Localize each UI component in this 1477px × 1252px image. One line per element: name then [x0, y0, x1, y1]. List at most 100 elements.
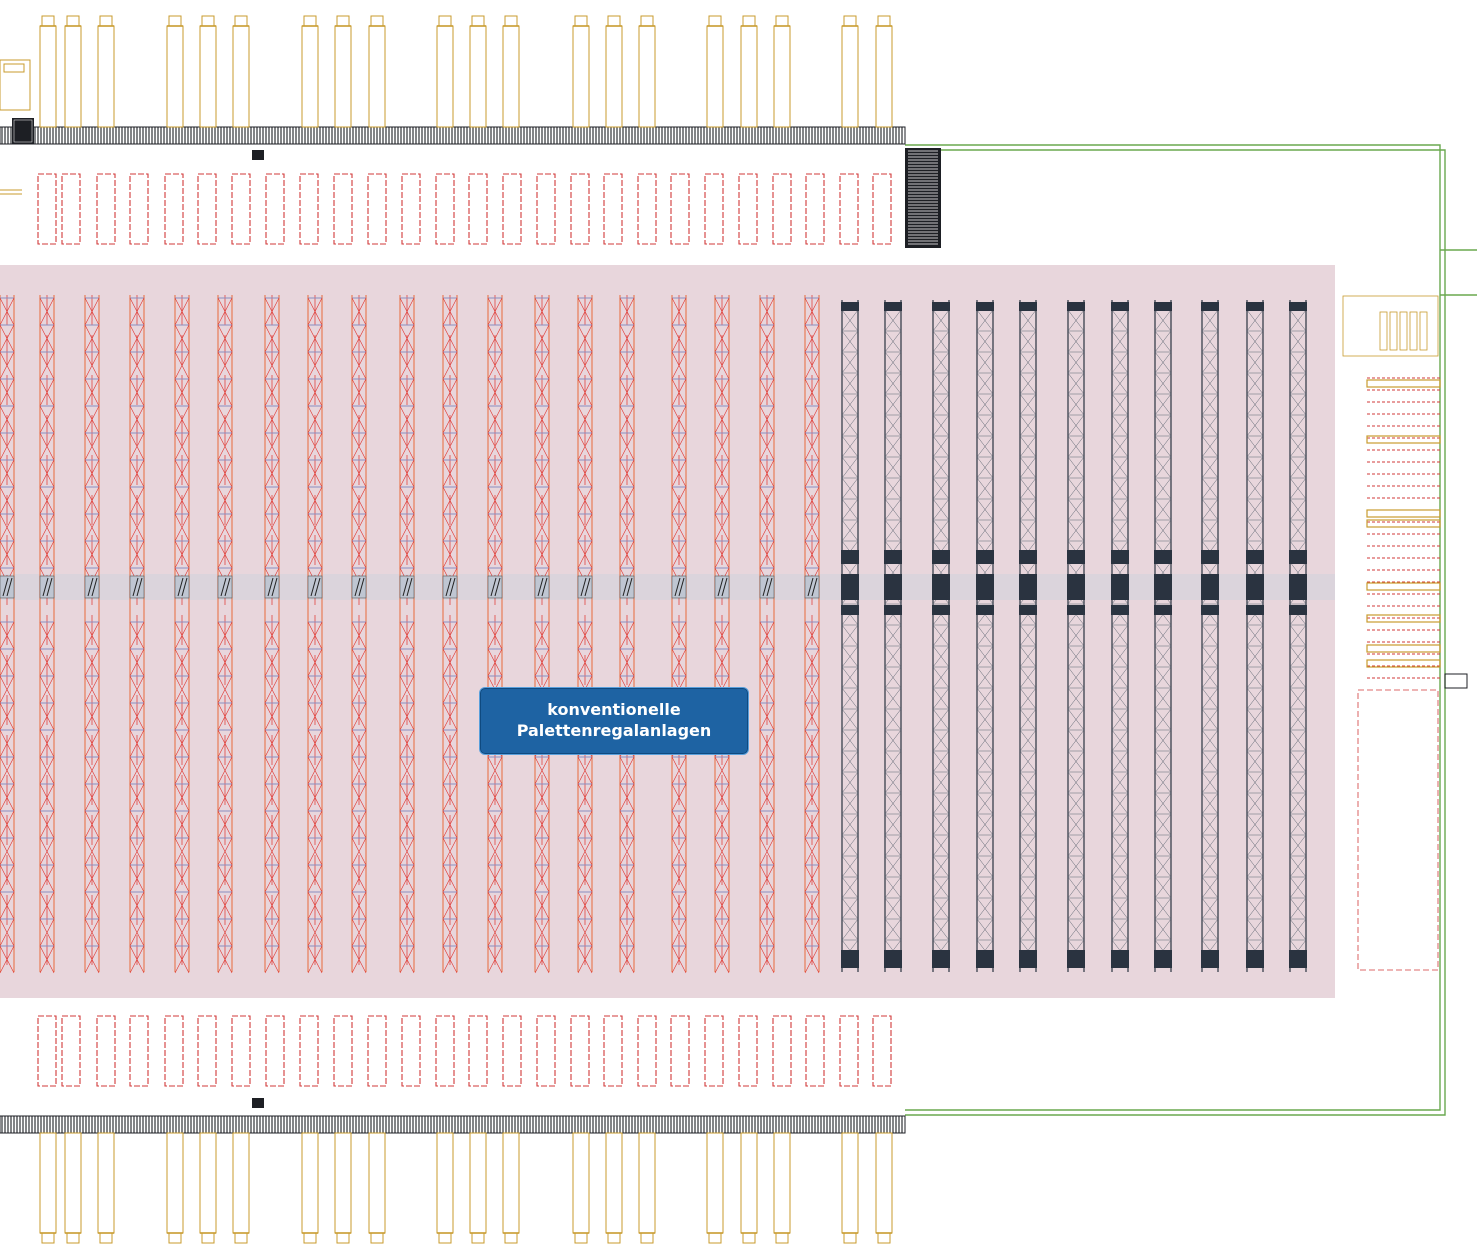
pallet-rack-icon [217, 295, 233, 974]
buffer-slot [333, 1015, 353, 1087]
shelf-unit [1379, 311, 1388, 351]
shelf-row [1366, 659, 1441, 668]
buffer-slot [670, 1015, 690, 1087]
buffer-slot [536, 1015, 556, 1087]
pallet-rack-icon [0, 295, 15, 974]
staging-buffers-top [37, 173, 892, 245]
automated-rack-icon [1246, 300, 1264, 972]
office-block [1342, 295, 1439, 357]
buffer-slot [435, 173, 455, 245]
dock-door-icon [605, 1132, 623, 1244]
buffer-slot [37, 1015, 57, 1087]
dock-door-icon [605, 15, 623, 128]
transfer-box-top [252, 150, 264, 160]
shelf-unit [1389, 311, 1398, 351]
dock-door-icon [638, 1132, 656, 1244]
pallet-rack-icon [174, 295, 190, 974]
dock-door-icon [740, 1132, 758, 1244]
pallet-rack-icon [577, 295, 593, 974]
buffer-slot [37, 173, 57, 245]
dock-door-icon [502, 1132, 520, 1244]
shelf-row [1366, 435, 1441, 444]
dock-door-icon [232, 15, 250, 128]
pallet-rack-icon [84, 295, 100, 974]
buffer-slot [435, 1015, 455, 1087]
buffer-slot [468, 173, 488, 245]
buffer-slot [164, 173, 184, 245]
buffer-slot [299, 1015, 319, 1087]
pallet-rack-icon [39, 295, 55, 974]
buffer-slot [333, 173, 353, 245]
dock-doors-bottom [39, 1132, 893, 1244]
dock-door-icon [64, 15, 82, 128]
dock-door-icon [301, 1132, 319, 1244]
buffer-slot [96, 1015, 116, 1087]
dock-door-icon [166, 15, 184, 128]
buffer-slot [570, 173, 590, 245]
buffer-slot [61, 1015, 81, 1087]
shelf-unit [1419, 311, 1428, 351]
buffer-slot [603, 173, 623, 245]
dock-door-icon [841, 1132, 859, 1244]
dock-door-icon [39, 1132, 57, 1244]
dock-door-icon [841, 15, 859, 128]
dock-door-icon [875, 15, 893, 128]
dock-door-icon [166, 1132, 184, 1244]
callout-line-2: Palettenregalanlagen [516, 721, 712, 740]
buffer-slot [197, 1015, 217, 1087]
conveyor-bottom [0, 1115, 906, 1134]
dock-door-icon [572, 15, 590, 128]
dock-door-icon [39, 15, 57, 128]
shelf-row [1366, 644, 1441, 653]
automated-rack-icon [1201, 300, 1219, 972]
buffer-slot [704, 1015, 724, 1087]
zone-label-callout: konventionelle Palettenregalanlagen [479, 655, 749, 755]
buffer-slot [231, 1015, 251, 1087]
staging-buffers-bottom [37, 1015, 892, 1087]
buffer-slot [839, 1015, 859, 1087]
dock-door-icon [469, 15, 487, 128]
callout-label: konventionelle Palettenregalanlagen [479, 699, 749, 741]
buffer-slot [805, 1015, 825, 1087]
pallet-rack-icon [671, 295, 687, 974]
pallet-rack-icon [442, 295, 458, 974]
automated-rack-icon [1289, 300, 1307, 972]
conveyor-top [0, 126, 906, 145]
automated-rack-icon [1019, 300, 1037, 972]
dock-doors-top [39, 15, 893, 128]
transfer-box-bottom [252, 1098, 264, 1108]
shelf-row [1366, 582, 1441, 591]
conventional-racks [0, 295, 820, 974]
automated-rack-icon [1154, 300, 1172, 972]
empty-zone [1357, 689, 1439, 971]
dock-door-icon [301, 15, 319, 128]
buffer-slot [129, 1015, 149, 1087]
pallet-rack-icon [714, 295, 730, 974]
automated-rack-icon [841, 300, 859, 972]
right-side-area [1342, 295, 1468, 971]
dock-door-icon [706, 1132, 724, 1244]
dock-door-icon [875, 1132, 893, 1244]
dock-door-icon [740, 15, 758, 128]
callout-box [479, 687, 749, 755]
buffer-slot [468, 1015, 488, 1087]
buffer-slot [401, 1015, 421, 1087]
shelf-row [1366, 519, 1441, 528]
dock-door-icon [199, 15, 217, 128]
dock-door-icon [773, 1132, 791, 1244]
conveyor-vertical-right [905, 148, 941, 248]
buffer-slot [704, 173, 724, 245]
dock-door-icon [572, 1132, 590, 1244]
dock-door-icon [706, 15, 724, 128]
buffer-slot [401, 173, 421, 245]
shelf-row [1366, 509, 1441, 518]
buffer-slot [637, 173, 657, 245]
pallet-rack-icon [264, 295, 280, 974]
dock-door-icon [334, 15, 352, 128]
buffer-slot [265, 1015, 285, 1087]
buffer-slot [738, 1015, 758, 1087]
dock-door-icon [469, 1132, 487, 1244]
dock-door-icon [199, 1132, 217, 1244]
dock-door-icon [502, 15, 520, 128]
